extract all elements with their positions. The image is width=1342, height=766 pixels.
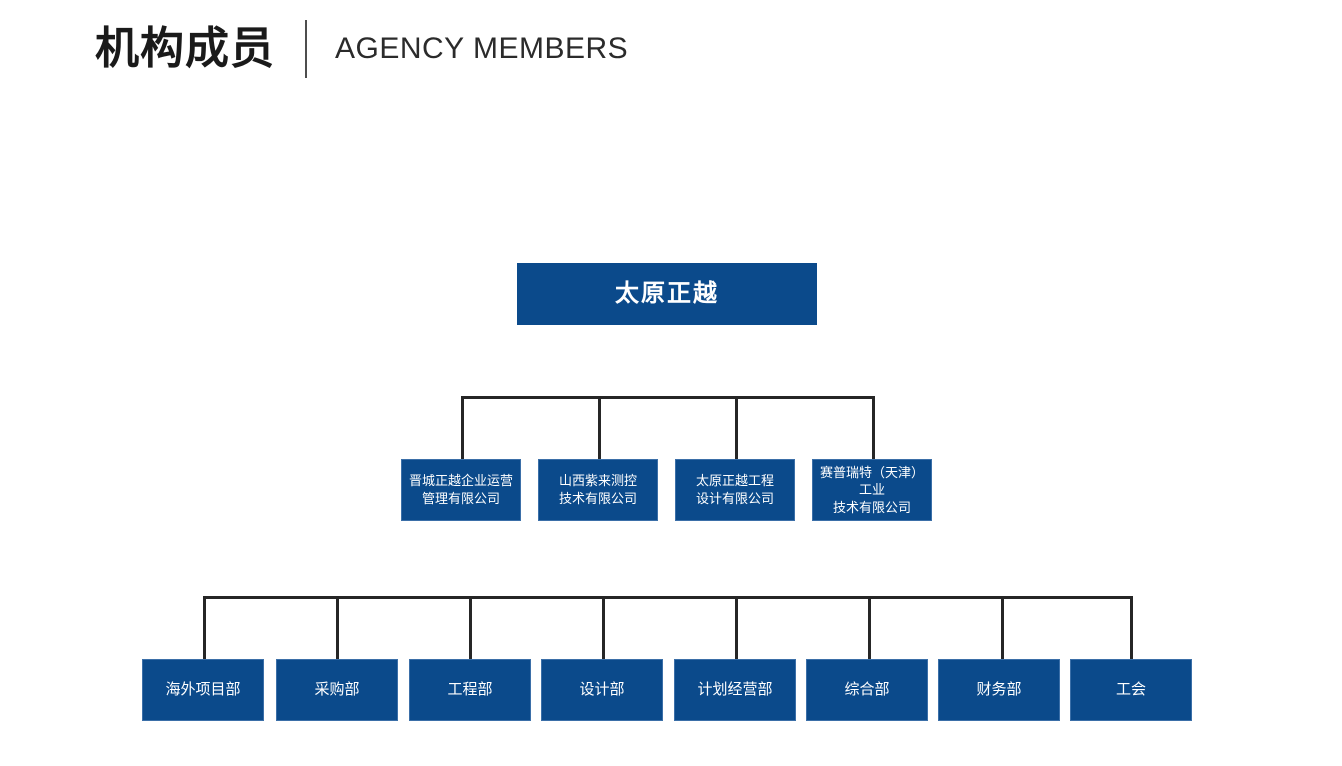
org-node-level2-1-text: 晋城正越企业运营 管理有限公司 (409, 472, 513, 507)
page-header: 机构成员 AGENCY MEMBERS (95, 16, 628, 82)
org-node-level3-2[interactable]: 采购部 (276, 659, 398, 721)
org-node-level2-4-line1: 赛普瑞特（天津）工业 (819, 464, 924, 498)
connector-drop-level3-3 (469, 596, 472, 660)
org-node-level2-1[interactable]: 晋城正越企业运营 管理有限公司 (401, 459, 521, 521)
org-node-level2-1-line1: 晋城正越企业运营 (408, 473, 513, 489)
org-node-level3-5[interactable]: 计划经营部 (674, 659, 796, 721)
connector-drop-level2-2 (598, 396, 601, 460)
org-node-level2-4-text: 赛普瑞特（天津）工业 技术有限公司 (818, 464, 926, 517)
connector-drop-level3-4 (602, 596, 605, 660)
org-node-root[interactable]: 太原正越 (517, 263, 817, 325)
connector-drop-level3-2 (336, 596, 339, 660)
org-node-level2-3-line1: 太原正越工程 (695, 473, 774, 489)
connector-drop-level2-4 (872, 396, 875, 460)
connector-bar-level2 (461, 396, 875, 399)
org-node-level3-4[interactable]: 设计部 (541, 659, 663, 721)
org-node-level3-3[interactable]: 工程部 (409, 659, 531, 721)
org-node-level2-2-text: 山西紫来测控 技术有限公司 (559, 472, 637, 507)
org-node-level2-2[interactable]: 山西紫来测控 技术有限公司 (538, 459, 658, 521)
page-title-chinese: 机构成员 (95, 24, 275, 73)
org-node-level2-4[interactable]: 赛普瑞特（天津）工业 技术有限公司 (812, 459, 932, 521)
org-node-level2-2-line1: 山西紫来测控 (558, 473, 637, 489)
connector-drop-level3-6 (868, 596, 871, 660)
connector-drop-level3-8 (1130, 596, 1133, 660)
connector-drop-level2-1 (461, 396, 464, 460)
org-node-level2-3-text: 太原正越工程 设计有限公司 (696, 472, 774, 507)
connector-drop-level3-1 (203, 596, 206, 660)
header-divider (305, 20, 307, 78)
page-title-english: AGENCY MEMBERS (335, 32, 629, 65)
org-node-level3-7[interactable]: 财务部 (938, 659, 1060, 721)
connector-bar-level3 (203, 596, 1133, 599)
org-node-level2-3-line2: 设计有限公司 (695, 491, 774, 506)
org-node-level2-2-line2: 技术有限公司 (558, 491, 637, 506)
org-node-level2-4-line2: 技术有限公司 (832, 499, 911, 515)
connector-drop-level3-7 (1001, 596, 1004, 660)
org-node-level3-8[interactable]: 工会 (1070, 659, 1192, 721)
connector-drop-level3-5 (735, 596, 738, 660)
org-node-level3-1[interactable]: 海外项目部 (142, 659, 264, 721)
org-node-level2-3[interactable]: 太原正越工程 设计有限公司 (675, 459, 795, 521)
org-node-level2-1-line2: 管理有限公司 (421, 491, 500, 506)
org-node-level3-6[interactable]: 综合部 (806, 659, 928, 721)
connector-drop-level2-3 (735, 396, 738, 460)
